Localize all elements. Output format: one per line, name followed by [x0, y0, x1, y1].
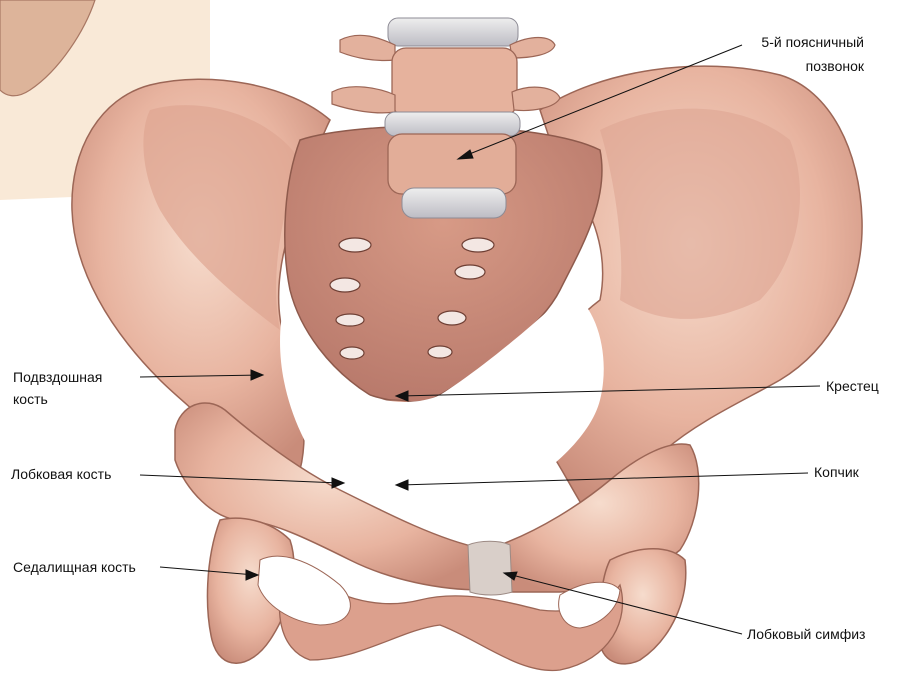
label-pubic-bone: Лобковая кость: [11, 465, 111, 483]
pubic-symphysis-cartilage: [468, 541, 512, 595]
right-iliac-fossa: [600, 109, 800, 319]
label-pubic-symphysis: Лобковый симфиз: [747, 625, 865, 643]
label-ilium-line1: Подвздошная: [13, 368, 102, 386]
label-sacrum: Крестец: [826, 377, 879, 395]
label-lumbar-vertebra-line2: позвонок: [700, 57, 864, 75]
label-ischium: Седалищная кость: [13, 558, 136, 576]
label-ilium: Подвздошная кость: [13, 368, 102, 408]
label-coccyx: Копчик: [814, 463, 859, 481]
label-lumbar-vertebra: 5-й поясничный позвонок: [700, 33, 864, 75]
label-lumbar-vertebra-line1: 5-й поясничный: [700, 33, 864, 51]
label-ilium-line2: кость: [13, 390, 102, 408]
